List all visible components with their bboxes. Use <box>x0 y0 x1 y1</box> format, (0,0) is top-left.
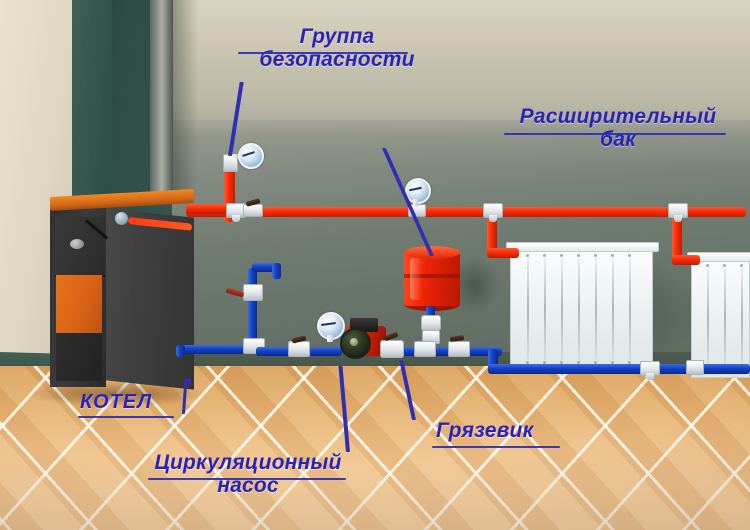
label-boiler-text: КОТЕЛ <box>80 391 153 413</box>
expansion-tank-highlight <box>410 258 422 300</box>
return-tee-radiator-2 <box>640 361 660 380</box>
return-branch-valve <box>243 284 263 301</box>
supply-elbow-radiator-1 <box>487 248 519 258</box>
return-floor-run <box>488 364 750 374</box>
pressure-gauge-safety-group <box>228 140 264 170</box>
return-branch-down <box>272 263 281 279</box>
return-pipe-dirt-filter-section <box>384 347 502 356</box>
label-circulation-pump-line1: Циркуляционный <box>154 451 342 474</box>
label-safety-group: Группа безопасности <box>232 25 442 71</box>
label-dirt-filter: Грязевик <box>436 419 534 443</box>
radiator-panel-right <box>687 252 750 378</box>
supply-drop-radiator-2 <box>672 212 682 262</box>
floor-tile-grout <box>0 366 750 530</box>
expansion-tank <box>404 246 500 314</box>
leader-boiler-tick <box>186 379 191 384</box>
return-valve-before-pump <box>288 341 310 357</box>
boiler-side-panel <box>102 208 194 390</box>
label-boiler-underline <box>78 416 174 418</box>
supply-elbow-radiator-2 <box>672 255 700 265</box>
supply-tee-radiator-2 <box>668 203 688 222</box>
expansion-tank-valve <box>421 315 441 331</box>
tiled-floor <box>0 366 750 530</box>
return-valve-manifold <box>448 341 470 357</box>
label-safety-group-line1: Группа <box>299 25 375 48</box>
chimney-flue-pipe <box>150 0 173 200</box>
return-branch-riser <box>248 268 257 348</box>
pressure-gauge-pump <box>315 312 347 342</box>
dirt-filter <box>380 340 404 358</box>
floor-vignette <box>0 366 750 530</box>
radiator-panel-left <box>506 242 659 370</box>
boiler-top-cap-icon <box>114 211 129 226</box>
pump-hub-icon <box>350 338 358 346</box>
supply-boiler-connector <box>186 204 232 214</box>
label-circulation-pump-underline <box>148 478 346 480</box>
boiler-ash-door <box>56 333 102 381</box>
solid-fuel-boiler <box>26 188 206 407</box>
return-valve-radiator-2 <box>686 360 704 375</box>
supply-main-pipe <box>186 207 746 217</box>
pump-motor-face <box>340 328 371 359</box>
return-boiler-stub <box>176 345 185 357</box>
circulation-pump <box>340 318 388 360</box>
pressure-gauge-supply-line <box>402 178 432 210</box>
label-boiler: КОТЕЛ <box>80 391 153 414</box>
boiler-door-knob-icon <box>70 239 84 249</box>
label-expansion-tank-underline <box>504 133 726 135</box>
label-dirt-filter-text: Грязевик <box>436 419 534 442</box>
label-expansion-tank-line1: Расширительный <box>519 105 717 128</box>
return-pipe-boiler-section <box>176 345 256 354</box>
radiator-1-top-cap <box>506 242 659 252</box>
chimney-shadow <box>172 0 198 196</box>
supply-drop-radiator-1 <box>487 212 497 256</box>
label-dirt-filter-underline <box>432 446 560 448</box>
boiler-firebox-door <box>56 275 102 333</box>
return-valve-after-filter <box>414 341 436 357</box>
supply-tee-radiator-1 <box>483 203 503 222</box>
return-drop-to-floor <box>488 349 498 371</box>
wall-light-falloff <box>168 96 750 166</box>
return-branch-top <box>252 263 280 272</box>
label-expansion-tank: Расширительный бак <box>500 105 736 151</box>
label-safety-group-underline <box>238 52 408 54</box>
radiator-1-fins <box>510 248 653 370</box>
radiator-2-body <box>691 258 750 378</box>
supply-riser-pipe <box>224 160 235 222</box>
expansion-tank-band <box>404 274 460 278</box>
label-circulation-pump: Циркуляционный насос <box>146 451 350 497</box>
